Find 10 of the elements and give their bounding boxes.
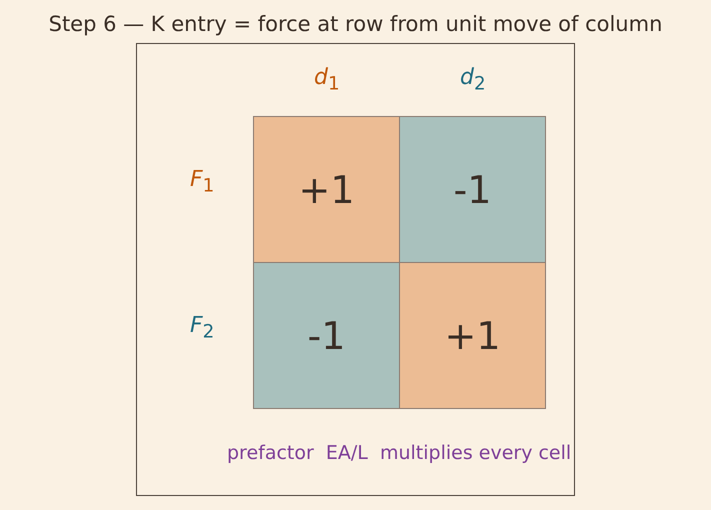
matrix-cell: -1 xyxy=(253,262,400,409)
row-header: F$_{1}$ xyxy=(190,168,214,196)
matrix-cell: +1 xyxy=(253,116,400,263)
footnote: prefactor EA/L multiplies every cell xyxy=(227,444,572,462)
column-header: d$_{2}$ xyxy=(460,66,486,94)
matrix-cell: -1 xyxy=(399,116,546,263)
column-header: d$_{1}$ xyxy=(314,66,340,94)
title: Step 6 — K entry = force at row from unit move of column xyxy=(48,14,664,35)
row-header: F$_{2}$ xyxy=(190,314,214,342)
matrix-cell: +1 xyxy=(399,262,546,409)
